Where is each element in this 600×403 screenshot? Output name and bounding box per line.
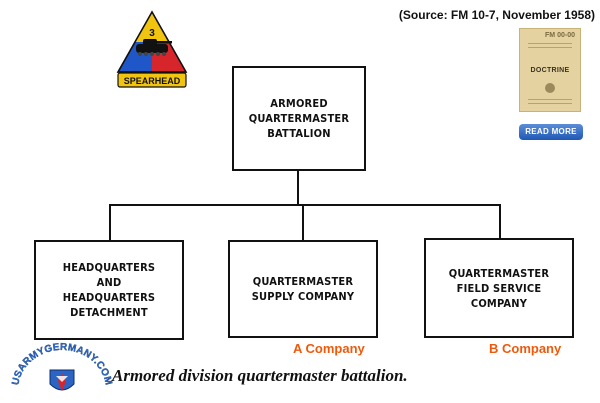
- connector-horizontal: [109, 204, 501, 206]
- patch-number: 3: [149, 28, 155, 39]
- book-rule: [528, 103, 572, 104]
- supply-company-label: Quartermaster Supply Company: [251, 275, 355, 303]
- hq-detachment-box: Headquarters and Headquarters Detachment: [34, 240, 184, 340]
- connector-trunk: [297, 171, 299, 205]
- connector-left: [109, 204, 111, 240]
- battalion-label: Armored Quartermaster Battalion: [248, 97, 350, 140]
- connector-right: [499, 204, 501, 238]
- book-doctrine-label: DOCTRINE: [530, 67, 570, 74]
- book-seal-icon: [545, 83, 555, 93]
- a-company-label: A Company: [293, 341, 365, 356]
- spearhead-patch: 3 SPEARHEAD: [116, 10, 188, 92]
- field-manual-cover[interactable]: FM 00-00 DOCTRINE: [519, 28, 581, 112]
- book-rule: [528, 43, 572, 44]
- field-service-label: Quartermaster Field Service Company: [448, 266, 550, 310]
- battalion-box: Armored Quartermaster Battalion: [232, 66, 366, 171]
- source-citation: (Source: FM 10-7, November 1958): [398, 8, 595, 22]
- read-more-button[interactable]: READ MORE: [519, 124, 583, 140]
- hq-detachment-label: Headquarters and Headquarters Detachment: [62, 261, 156, 319]
- usarmygermany-logo[interactable]: USARMYGERMANY.COM: [10, 340, 114, 398]
- supply-company-box: Quartermaster Supply Company: [228, 240, 378, 338]
- b-company-label: B Company: [489, 341, 562, 356]
- connector-middle: [302, 204, 304, 240]
- book-rule: [528, 99, 572, 100]
- book-title: FM 00-00: [545, 32, 575, 39]
- book-rule: [528, 47, 572, 48]
- patch-tab-label: SPEARHEAD: [124, 76, 181, 86]
- diagram-caption: Armored division quartermaster battalion…: [112, 366, 408, 385]
- field-service-box: Quartermaster Field Service Company: [424, 238, 574, 338]
